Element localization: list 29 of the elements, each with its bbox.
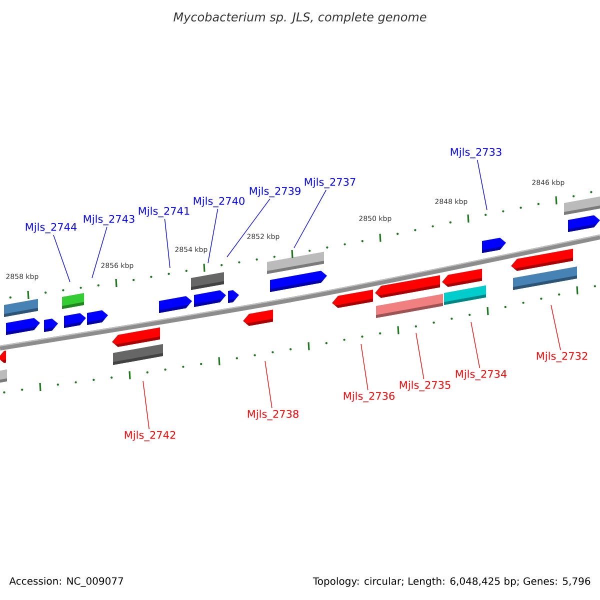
leader-line — [208, 208, 218, 264]
leader-line — [360, 344, 368, 390]
leader-line — [476, 160, 488, 210]
leader-line — [416, 332, 424, 380]
gene-label: Mjls_2743 — [84, 214, 134, 226]
leader-line — [142, 380, 150, 430]
gene-label: Mjls_2740 — [194, 196, 244, 208]
leader-line — [470, 322, 480, 368]
gene-label: Mjls_2733 — [450, 148, 502, 158]
gene-label: Mjls_2741 — [138, 206, 190, 218]
gene-label: Mjls_2738 — [248, 410, 298, 420]
leader-line — [53, 234, 70, 282]
gene-label: Mjls_2736 — [344, 392, 394, 402]
gene-label: Mjls_2732 — [536, 352, 588, 362]
leader-line — [164, 218, 170, 268]
title: Mycobacterium sp. JLS, complete genome — [174, 12, 426, 24]
leader-line — [92, 226, 108, 278]
leader-line — [264, 360, 272, 408]
leader-line — [226, 198, 270, 258]
gene-label: Mjls_2734 — [456, 370, 507, 380]
gene-label: Mjls_2735 — [400, 380, 450, 392]
leader-line — [294, 190, 327, 248]
accession-text: Accession: NC_009077 — [9, 577, 124, 587]
gene-label: Mjls_2739 — [250, 186, 300, 198]
gene-label: Mjls_2742 — [124, 430, 176, 442]
leader-line — [550, 304, 561, 350]
gene-label: Mjls_2737 — [304, 178, 356, 188]
genome-info-text: Topology: circular; Length: 6,048,425 bp; Genes: 5,796 — [312, 577, 590, 587]
gene-label: Mjls_2744 — [26, 222, 77, 234]
